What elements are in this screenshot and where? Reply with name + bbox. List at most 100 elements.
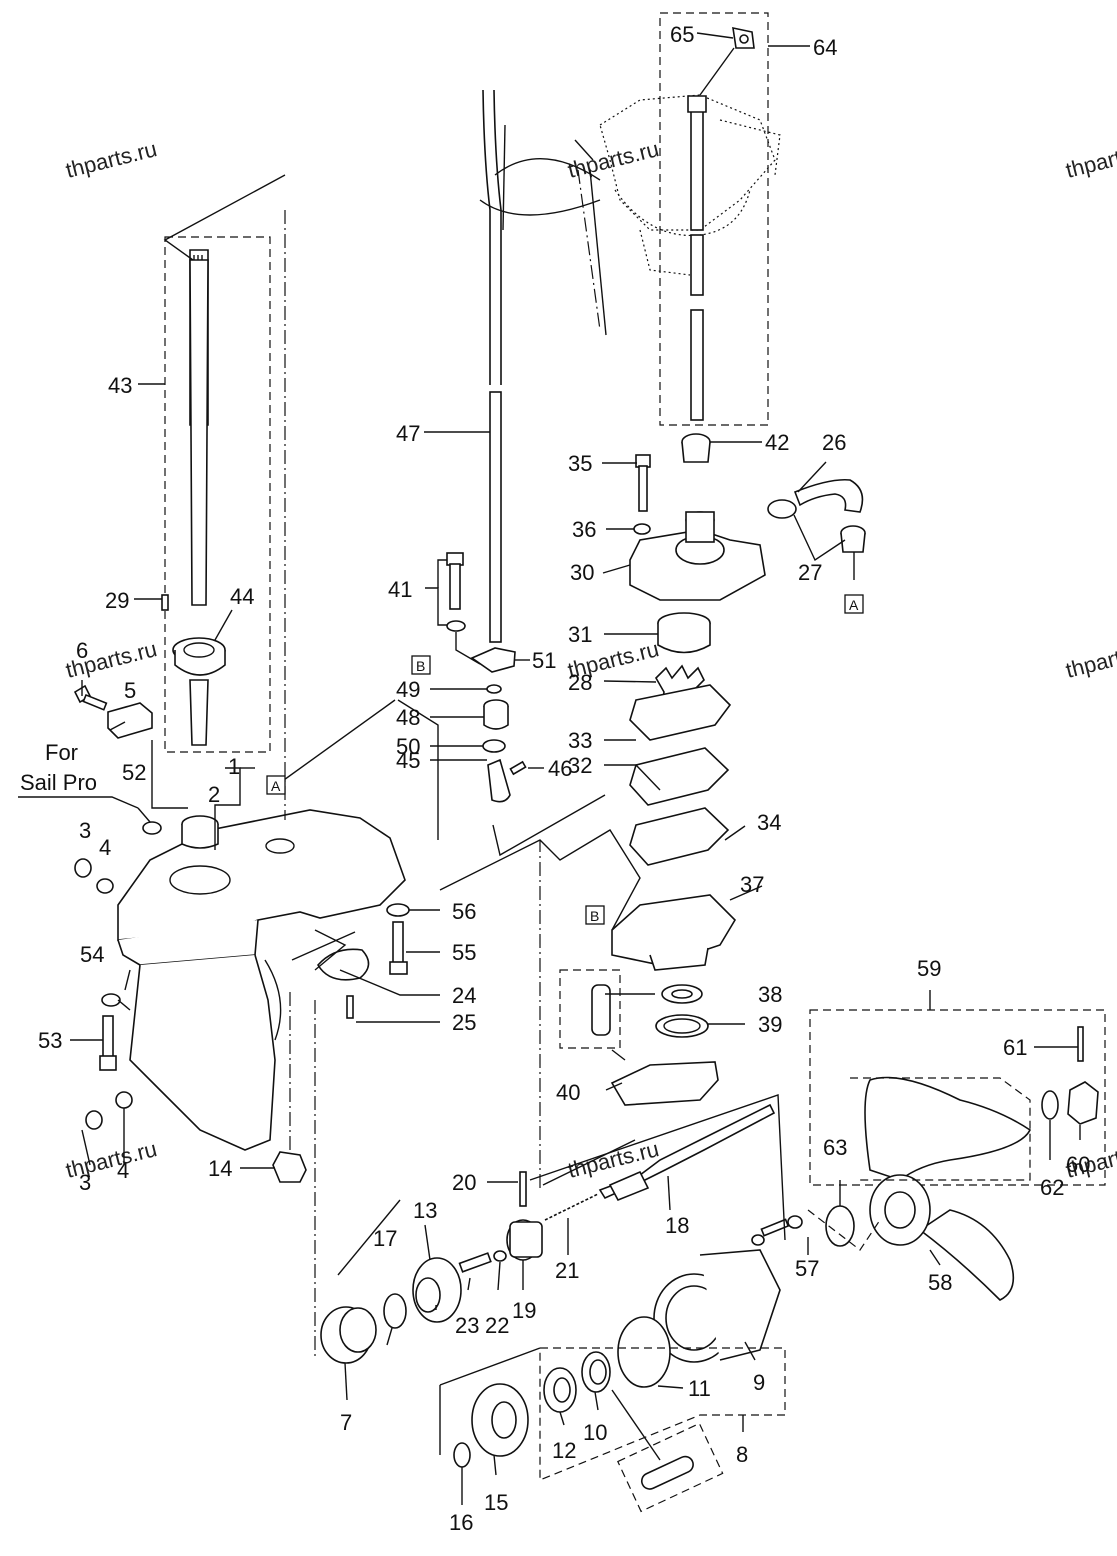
part-label: 29: [105, 588, 129, 613]
sail-pro-note: For Sail Pro: [18, 740, 139, 809]
part-label: 38: [758, 982, 782, 1007]
part-label: 6: [76, 638, 88, 663]
svg-text:B: B: [590, 908, 599, 924]
bolt-35: [635, 454, 651, 512]
part-label: 51: [532, 648, 556, 673]
o-ring-11: [617, 1316, 671, 1388]
watermark: thparts.ru: [1063, 636, 1117, 683]
washer-36: [633, 523, 651, 535]
part-label: 45: [396, 748, 420, 773]
pinion-14: [272, 1151, 307, 1183]
pin-46: [509, 760, 527, 776]
part-label: 46: [548, 756, 572, 781]
part-label: 16: [449, 1510, 473, 1535]
part-label: 40: [556, 1080, 580, 1105]
part-label: 19: [512, 1298, 536, 1323]
spacer-63: [825, 1205, 855, 1247]
part-label: 27: [798, 560, 822, 585]
group-59-box: [809, 1009, 1106, 1186]
upper-casing-outline: [599, 94, 781, 276]
shift-rod: [489, 391, 502, 643]
ref-box-b-top: B: [411, 655, 431, 675]
bolt-41: [446, 552, 464, 610]
seal-detail-box-2: [617, 1422, 724, 1513]
washer-62: [1041, 1090, 1059, 1120]
part-label: 14: [208, 1156, 232, 1181]
part-label: 48: [396, 705, 420, 730]
part-label: 30: [570, 560, 594, 585]
svg-text:A: A: [849, 597, 859, 613]
washer-54: [101, 993, 121, 1007]
washer-52: [142, 821, 162, 835]
part-label: 53: [38, 1028, 62, 1053]
part-label: 56: [452, 899, 476, 924]
part-label: 5: [124, 678, 136, 703]
washer-56: [386, 903, 410, 917]
part-label: 13: [413, 1198, 437, 1223]
gasket-4b: [115, 1091, 133, 1109]
part-label: 34: [757, 810, 781, 835]
watermark: thparts.ru: [63, 1136, 159, 1183]
part-label: 11: [688, 1376, 711, 1401]
o-ring-49: [486, 684, 502, 694]
note-line-2: Sail Pro: [20, 770, 97, 795]
part-label: 4: [117, 1158, 129, 1183]
seal-detail-box: [559, 969, 621, 1049]
part-label: 42: [765, 430, 789, 455]
part-label: 4: [99, 835, 111, 860]
part-label: 31: [568, 622, 592, 647]
pin-20: [519, 1171, 527, 1207]
drive-shaft: [172, 249, 226, 746]
shim-17: [383, 1293, 407, 1329]
nut-60: [1067, 1081, 1099, 1125]
part-label: 37: [740, 872, 764, 897]
plate-5: [107, 702, 153, 739]
part-label: 22: [485, 1313, 509, 1338]
part-label: 21: [555, 1258, 579, 1283]
forward-gear-13: [412, 1257, 462, 1323]
part-label: 12: [552, 1438, 576, 1463]
part-label: 58: [928, 1270, 952, 1295]
part-label: 9: [753, 1370, 765, 1395]
part-label: 61: [1003, 1035, 1027, 1060]
part-label: 33: [568, 728, 592, 753]
part-label: 65: [670, 22, 694, 47]
part-label: 41: [388, 577, 412, 602]
seal-10: [581, 1351, 611, 1393]
grommet-65: [732, 26, 755, 49]
part-label: 2: [208, 782, 220, 807]
part-label: 64: [813, 35, 837, 60]
screw-25: [346, 995, 354, 1019]
plate-32: [629, 747, 730, 806]
part-label: 26: [822, 430, 846, 455]
ref-box-a-top: A: [266, 775, 286, 795]
leader-lines: [70, 32, 1081, 1505]
part-label: 15: [484, 1490, 508, 1515]
part-label: 17: [373, 1226, 397, 1251]
pin-29: [161, 594, 169, 611]
pin-23: [458, 1252, 492, 1273]
reverse-gear-15: [471, 1383, 529, 1457]
part-label: 47: [396, 421, 420, 446]
dog-clutch-19: [506, 1219, 543, 1261]
part-label: 23: [455, 1313, 479, 1338]
bushing-48: [483, 699, 509, 730]
part-label: 60: [1066, 1152, 1090, 1177]
watermark: thparts.ru: [63, 136, 159, 183]
bearing-12: [543, 1367, 577, 1413]
part-label: 3: [79, 1170, 91, 1195]
grommet-27: [840, 525, 866, 553]
plug-3b: [85, 1110, 103, 1130]
part-label: 18: [665, 1213, 689, 1238]
bearing-2: [181, 815, 219, 849]
part-label: 54: [80, 942, 104, 967]
part-label: 10: [583, 1420, 607, 1445]
part-label: 52: [122, 760, 146, 785]
watermark: thparts.ru: [565, 136, 661, 183]
part-label: 59: [917, 956, 941, 981]
insert-cartridge-31: [657, 612, 711, 654]
svg-text:B: B: [416, 658, 425, 674]
part-label: 20: [452, 1170, 476, 1195]
